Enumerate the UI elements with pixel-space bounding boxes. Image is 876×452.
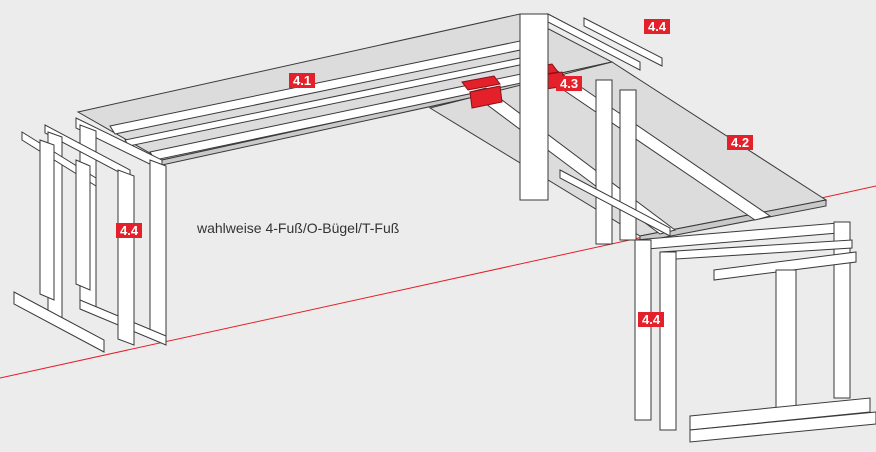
label-frame-return: 4.2 <box>727 135 754 150</box>
label-leg-top-right: 4.4 <box>644 19 671 34</box>
leg-option-caption: wahlweise 4-Fuß/O-Bügel/T-Fuß <box>197 220 400 236</box>
label-frame-long: 4.1 <box>289 73 316 88</box>
leg-left-rear <box>13 124 135 353</box>
label-connector: 4.3 <box>556 76 583 91</box>
leg-front-right <box>634 221 876 443</box>
label-leg-front-right: 4.4 <box>638 312 665 327</box>
label-leg-left: 4.4 <box>116 223 143 238</box>
leg-rear-right <box>519 13 671 245</box>
